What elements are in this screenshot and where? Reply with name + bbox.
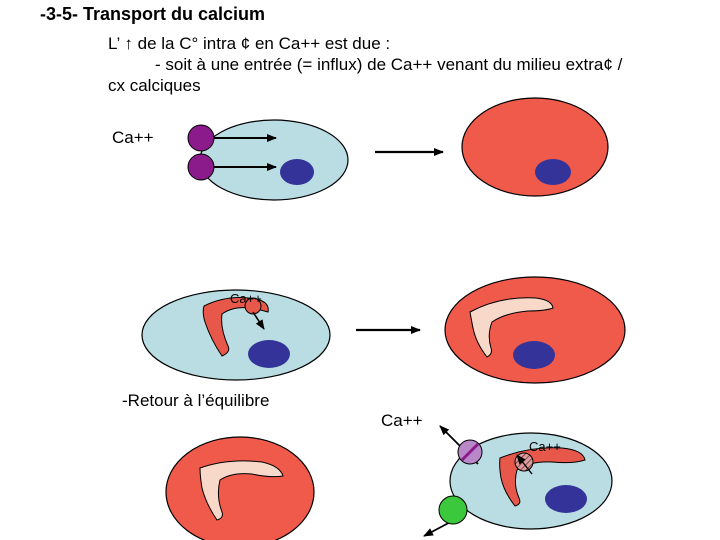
calcium-label-top: Ca++ xyxy=(112,128,154,147)
calcium-channels-top xyxy=(187,124,277,181)
activated-cell-top xyxy=(461,97,609,197)
nucleus-top-left xyxy=(280,159,314,185)
endoplasmic-reticulum xyxy=(202,297,269,357)
intro-line-3: cx calciques xyxy=(108,76,201,95)
activated-cell-middle xyxy=(444,276,626,384)
exchanger-icon xyxy=(438,495,468,525)
calcium-label-bottom: Ca++ xyxy=(381,411,423,430)
slide-title: -3-5- Transport du calcium xyxy=(40,4,266,24)
calcium-label-bottom-right: Ca++ xyxy=(529,439,561,454)
reticulum-channel-icon xyxy=(244,297,262,315)
resting-cell-top xyxy=(199,119,349,201)
channel-icon xyxy=(187,153,215,181)
nucleus-middle-right xyxy=(513,341,555,369)
intro-line-1: L’ ↑ de la C° intra ¢ en Ca++ est due : xyxy=(108,34,391,53)
calcium-label-middle: Ca++ xyxy=(230,291,262,306)
nucleus-bottom-right xyxy=(545,485,587,513)
empty-reticulum xyxy=(469,297,554,358)
nucleus-top-right xyxy=(535,159,571,185)
activated-cell-bottom xyxy=(165,436,315,540)
channel-icon xyxy=(187,124,215,152)
nucleus-middle-left xyxy=(248,340,290,368)
intro-line-2: - soit à une entrée (= influx) de Ca++ v… xyxy=(155,55,623,74)
empty-reticulum xyxy=(199,460,284,521)
recovering-cell-bottom xyxy=(423,425,613,537)
resting-cell-middle xyxy=(141,289,331,381)
equilibrium-heading: -Retour à l’équilibre xyxy=(122,391,270,410)
